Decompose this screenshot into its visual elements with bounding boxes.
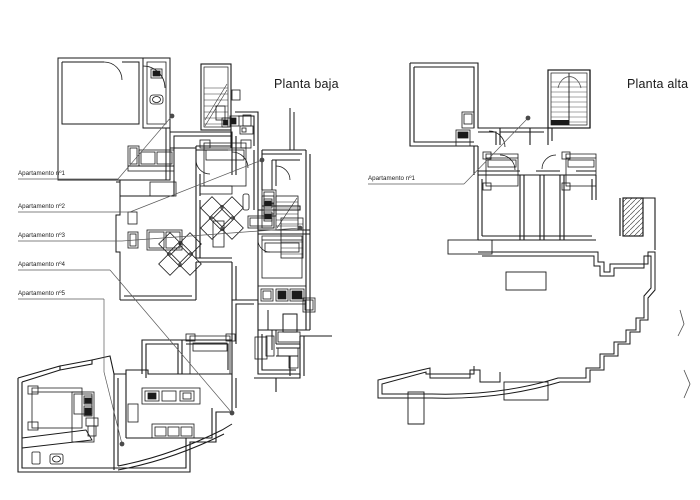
door-swing-icon bbox=[103, 61, 123, 81]
leader-apt-2 bbox=[18, 159, 263, 213]
ground-floor-plan bbox=[17, 57, 332, 473]
furniture-block bbox=[199, 185, 250, 248]
leader-dots bbox=[119, 113, 531, 447]
bed-icon bbox=[199, 139, 252, 187]
gf-service-column bbox=[280, 217, 304, 259]
gf-closet-boxes bbox=[215, 105, 254, 135]
door-swing-icon bbox=[488, 130, 506, 148]
outdoor-furniture-icon bbox=[31, 451, 64, 465]
apartment-label-4: Apartamento nº4 bbox=[18, 261, 66, 268]
apartment-label-5: Apartamento nº5 bbox=[18, 290, 66, 297]
bed-icon bbox=[561, 151, 597, 191]
leader-dot bbox=[297, 225, 303, 231]
apartment-label-2: Apartamento nº2 bbox=[18, 203, 66, 210]
terrace-features bbox=[407, 271, 549, 425]
door-swing-icon bbox=[275, 165, 291, 181]
gf-lower-left-apartment bbox=[17, 355, 232, 473]
gf-right-lower-extension bbox=[254, 330, 332, 392]
upper-apartment-label-1: Apartamento nº1 bbox=[368, 175, 416, 182]
bathroom-fixture-icon bbox=[231, 89, 252, 127]
leader-dot bbox=[259, 157, 265, 163]
side-table-icon bbox=[127, 211, 138, 225]
plan-title-upper-floor: Planta alta bbox=[627, 77, 689, 91]
leader-dot bbox=[169, 113, 175, 119]
dining-table-icon bbox=[158, 196, 244, 276]
staircase-icon bbox=[547, 69, 591, 145]
door-swing-icon bbox=[257, 239, 271, 253]
exterior-staircase-icon bbox=[619, 197, 656, 250]
door-swing-icon bbox=[541, 154, 557, 170]
furniture-block bbox=[127, 403, 195, 439]
leader-apt-5 bbox=[18, 298, 123, 445]
kitchen-counter-icon bbox=[141, 387, 201, 405]
gf-connecting-walls bbox=[120, 170, 237, 301]
plan-title-ground-floor: Planta baja bbox=[274, 77, 339, 91]
uf-corridor-walls bbox=[473, 127, 596, 176]
gf-lower-centre-apartment bbox=[125, 299, 258, 439]
uf-bedrooms bbox=[477, 175, 597, 241]
gf-top-left-room bbox=[57, 57, 171, 181]
leader-dot bbox=[119, 441, 125, 447]
door-swing-icon bbox=[499, 154, 516, 171]
gf-far-right-rooms bbox=[271, 313, 298, 350]
bed-icon bbox=[185, 333, 236, 375]
leader-apt-1 bbox=[18, 115, 173, 180]
kitchen-counter-icon bbox=[261, 195, 275, 229]
terrace-outline-icon bbox=[377, 251, 656, 399]
gf-right-walls bbox=[258, 108, 310, 344]
staircase-icon bbox=[275, 195, 299, 231]
leader-lines bbox=[18, 115, 529, 445]
furniture-block bbox=[455, 111, 475, 147]
bed-icon bbox=[27, 385, 83, 431]
apartment-label-3: Apartamento nº3 bbox=[18, 232, 66, 239]
bathroom-fixture-icon bbox=[149, 68, 164, 105]
leader-apt-3 bbox=[18, 227, 301, 242]
door-swing-icon bbox=[195, 159, 211, 175]
leader-dot bbox=[525, 115, 531, 121]
leader-dot bbox=[229, 410, 235, 416]
terrace-boxes bbox=[447, 239, 493, 255]
apartment-label-1: Apartamento nº1 bbox=[18, 170, 66, 177]
kitchen-counter-icon bbox=[71, 391, 99, 443]
leader-apt-4 bbox=[18, 269, 233, 414]
upper-floor-plan bbox=[377, 62, 691, 425]
bed-icon bbox=[482, 151, 519, 191]
table-icon bbox=[149, 181, 177, 197]
furniture-block bbox=[265, 335, 299, 369]
sofa-icon bbox=[127, 145, 175, 172]
kitchen-counter-icon bbox=[257, 285, 316, 313]
leader-upper-apt-1 bbox=[368, 117, 529, 185]
